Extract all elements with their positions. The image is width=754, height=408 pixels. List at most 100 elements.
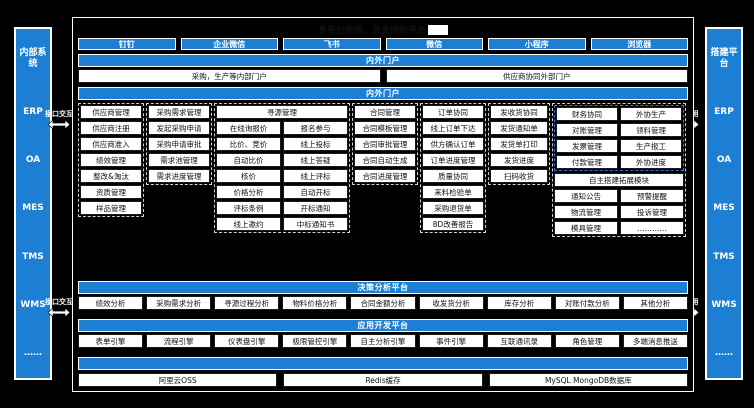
module-sourcing-a-4[interactable]: 价格分析 xyxy=(216,185,281,199)
module-finance-item-1[interactable]: 发票管理 xyxy=(556,139,618,153)
app-item-5[interactable]: 事件引擎 xyxy=(418,334,484,348)
decision-item-0[interactable]: 绩效分析 xyxy=(78,296,144,310)
left-top-connector: 接口交互 xyxy=(45,110,73,132)
module-sourcing-b-3[interactable]: 线上评标 xyxy=(283,169,348,183)
module-finance-item-0[interactable]: 对账管理 xyxy=(556,123,618,137)
portal-internal[interactable]: 采购，生产等内部门户 xyxy=(78,69,381,83)
module-sourcing-b-4[interactable]: 自动开标 xyxy=(283,185,348,199)
module-sourcing-a-0[interactable]: 在线询报价 xyxy=(216,121,281,135)
decision-platform-header: 决策分析平台 xyxy=(78,281,688,294)
module-contract-item-2[interactable]: 合同自动生成 xyxy=(354,153,416,167)
client-wechat[interactable]: 微信 xyxy=(385,38,483,50)
decision-item-8[interactable]: 其他分析 xyxy=(622,296,688,310)
app-item-6[interactable]: 互联通讯录 xyxy=(486,334,552,348)
module-purchase-demand-item-3[interactable]: 需求进度管理 xyxy=(148,169,210,183)
portal-external[interactable]: 供应商协同外部门户 xyxy=(385,69,688,83)
decision-item-6[interactable]: 库存分析 xyxy=(486,296,552,310)
extension-a-0[interactable]: 通知公告 xyxy=(554,189,618,203)
module-sourcing-b-1[interactable]: 线上投标 xyxy=(283,137,348,151)
left-rail-item-2: OA xyxy=(25,155,41,166)
module-purchase-demand-header[interactable]: 采购需求管理 xyxy=(148,105,210,119)
module-purchase-demand-item-2[interactable]: 需求池管理 xyxy=(148,153,210,167)
module-sourcing-a-1[interactable]: 比价、竞价 xyxy=(216,137,281,151)
module-sourcing-a-6[interactable]: 线上邀约 xyxy=(216,217,281,231)
module-order-item-4[interactable]: 来料检验单 xyxy=(422,185,484,199)
client-miniprogram[interactable]: 小程序 xyxy=(488,38,586,50)
app-item-3[interactable]: 极限管控引擎 xyxy=(282,334,348,348)
module-sourcing-a-5[interactable]: 评标条例 xyxy=(216,201,281,215)
module-contract-header[interactable]: 合同管理 xyxy=(354,105,416,119)
decision-item-2[interactable]: 寻源过程分析 xyxy=(214,296,280,310)
module-contract-item-0[interactable]: 合同模板管理 xyxy=(354,121,416,135)
infra-item-oss[interactable]: 阿里云OSS xyxy=(78,373,278,387)
module-outsourcing-header[interactable]: 外协生产 xyxy=(620,107,682,121)
module-supplier-item-1[interactable]: 供应商准入 xyxy=(80,137,142,151)
module-finance-item-2[interactable]: 付款管理 xyxy=(556,155,618,169)
module-contract-item-1[interactable]: 合同审批管理 xyxy=(354,137,416,151)
module-sourcing-b-6[interactable]: 中标通知书 xyxy=(283,217,348,231)
portal-band-1-label: 内外门户 xyxy=(78,54,688,67)
extension-b-0[interactable]: 预警提醒 xyxy=(620,189,684,203)
module-sourcing-a-2[interactable]: 自动比价 xyxy=(216,153,281,167)
decision-item-7[interactable]: 对账付款分析 xyxy=(554,296,620,310)
module-outsourcing-item-2[interactable]: 外协进度 xyxy=(620,155,682,169)
module-contract-item-3[interactable]: 合同进度管理 xyxy=(354,169,416,183)
module-purchase-demand-item-0[interactable]: 发起采购申请 xyxy=(148,121,210,135)
module-supplier-item-5[interactable]: 样品管理 xyxy=(80,201,142,215)
module-supplier-item-3[interactable]: 整改&淘汰 xyxy=(80,169,142,183)
module-finance: 财务协同 对账管理 发票管理 付款管理 xyxy=(556,107,618,169)
module-sourcing-header[interactable]: 寻源管理 xyxy=(216,105,348,119)
module-delivery-item-3[interactable]: 扫码收货 xyxy=(490,169,548,183)
infra-item-redis[interactable]: Redis缓存 xyxy=(283,373,483,387)
module-order-item-6[interactable]: 8D改善报告 xyxy=(422,217,484,231)
module-order-item-5[interactable]: 采购退货单 xyxy=(422,201,484,215)
module-order-item-0[interactable]: 线上订单下达 xyxy=(422,121,484,135)
module-finance-header[interactable]: 财务协同 xyxy=(556,107,618,121)
module-order-header[interactable]: 订单协同 xyxy=(422,105,484,119)
module-delivery-item-2[interactable]: 发货进度 xyxy=(490,153,548,167)
left-rail-item-3: MES xyxy=(22,203,44,214)
app-item-4[interactable]: 自主分析引擎 xyxy=(350,334,416,348)
left-rail-item-6: …… xyxy=(24,348,42,359)
module-sourcing-b-5[interactable]: 开标通知 xyxy=(283,201,348,215)
client-browser[interactable]: 浏览器 xyxy=(590,38,688,50)
infra-item-database[interactable]: MySQL MongoDB数据库 xyxy=(488,373,688,387)
app-item-8[interactable]: 多端消息推送 xyxy=(622,334,688,348)
extension-b-1[interactable]: 投诉管理 xyxy=(620,205,684,219)
module-delivery-item-1[interactable]: 发货单打印 xyxy=(490,137,548,151)
module-supplier-item-4[interactable]: 资质管理 xyxy=(80,185,142,199)
app-item-1[interactable]: 流程引擎 xyxy=(146,334,212,348)
module-sourcing-b-2[interactable]: 线上答疑 xyxy=(283,153,348,167)
module-delivery-header[interactable]: 发收货协同 xyxy=(490,105,548,119)
infra-platform-header xyxy=(78,357,688,370)
decision-item-3[interactable]: 物料价格分析 xyxy=(282,296,348,310)
module-delivery-item-0[interactable]: 发货通知单 xyxy=(490,121,548,135)
module-sourcing-b-0[interactable]: 报名参与 xyxy=(283,121,348,135)
module-supplier-item-2[interactable]: 绩效管理 xyxy=(80,153,142,167)
module-order-item-2[interactable]: 订单进度管理 xyxy=(422,153,484,167)
module-outsourcing-item-1[interactable]: 生产报工 xyxy=(620,139,682,153)
extension-a-1[interactable]: 物流管理 xyxy=(554,205,618,219)
module-order-item-1[interactable]: 供方确认订单 xyxy=(422,137,484,151)
module-supplier-header[interactable]: 供应商管理 xyxy=(80,105,142,119)
app-item-0[interactable]: 表单引擎 xyxy=(78,334,144,348)
extension-a-2[interactable]: 模具管理 xyxy=(554,221,618,235)
right-rail-item-0: 搭建平台 xyxy=(710,47,738,69)
module-supplier-item-0[interactable]: 供应商注册 xyxy=(80,121,142,135)
client-wecom[interactable]: 企业微信 xyxy=(180,38,278,50)
module-outsourcing-item-0[interactable]: 领料管理 xyxy=(620,123,682,137)
decision-item-1[interactable]: 采购需求分析 xyxy=(146,296,212,310)
module-purchase-demand-item-1[interactable]: 采购申请审批 xyxy=(148,137,210,151)
app-item-2[interactable]: 仪表盘引擎 xyxy=(214,334,280,348)
decision-item-5[interactable]: 收发货分析 xyxy=(418,296,484,310)
client-feishu[interactable]: 飞书 xyxy=(283,38,381,50)
app-item-7[interactable]: 角色管理 xyxy=(554,334,620,348)
client-dingtalk[interactable]: 钉钉 xyxy=(78,38,176,50)
portal-band-1: 内外门户 xyxy=(78,54,688,67)
extension-b-2[interactable]: ………… xyxy=(620,221,684,235)
module-sourcing-a-3[interactable]: 核价 xyxy=(216,169,281,183)
left-bottom-connector-label: 接口交互 xyxy=(45,298,73,306)
extension-header[interactable]: 自主搭建拓展模块 xyxy=(554,173,684,187)
module-order-item-3[interactable]: 质量协同 xyxy=(422,169,484,183)
decision-item-4[interactable]: 合同金额分析 xyxy=(350,296,416,310)
